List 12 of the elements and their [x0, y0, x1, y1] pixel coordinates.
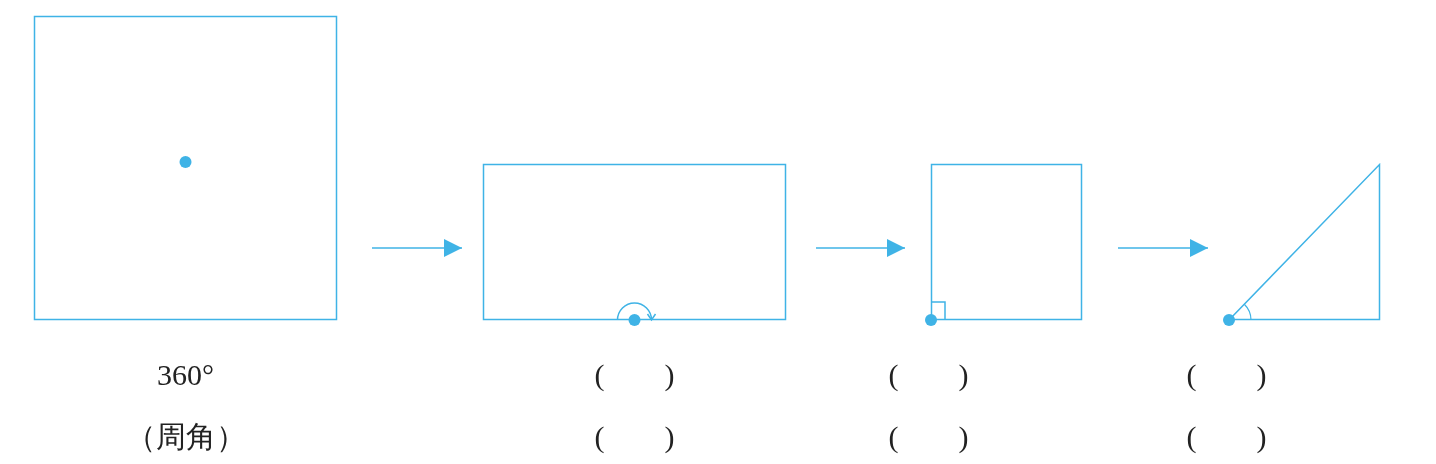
- answer-text: ( ): [1186, 422, 1267, 452]
- arrow: [815, 239, 906, 257]
- answer-text: ( ): [888, 422, 969, 452]
- rectangle-shape: [34, 16, 337, 320]
- answer-text: ( ): [594, 422, 675, 452]
- arrow: [1117, 239, 1209, 257]
- answer-text: 360°: [157, 360, 214, 390]
- answer-text: ( ): [888, 360, 969, 390]
- answer-text: ( ): [1186, 360, 1267, 390]
- answer-text: ( ): [594, 360, 675, 390]
- answer-text: （周角）: [125, 422, 246, 452]
- arrow: [371, 239, 463, 257]
